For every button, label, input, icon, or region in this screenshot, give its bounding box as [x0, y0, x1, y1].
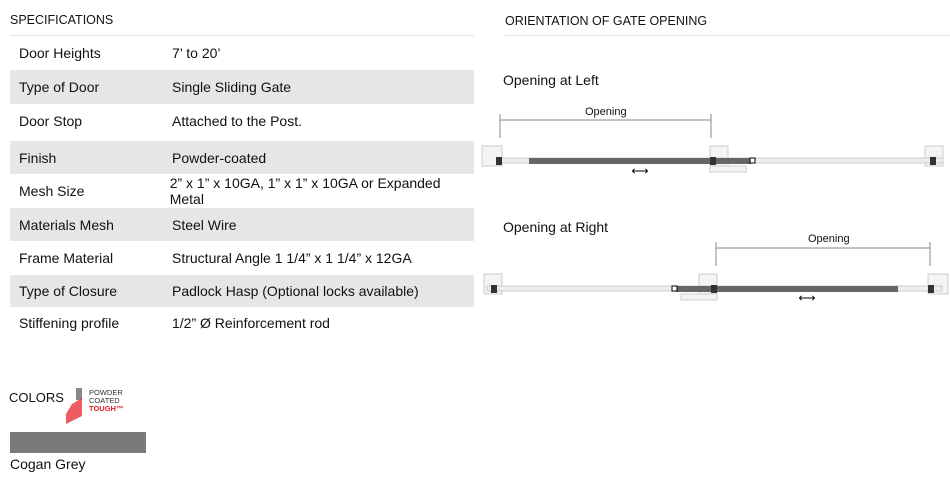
- colors-heading: COLORS: [9, 390, 64, 405]
- spec-label: Materials Mesh: [19, 216, 114, 233]
- spec-value: Powder-coated: [172, 149, 267, 166]
- gate-diagram-right: ⟷: [483, 242, 949, 305]
- spec-value: Structural Angle 1 1/4” x 1 1/4” x 12GA: [172, 250, 412, 266]
- table-row: Finish Powder-coated: [10, 141, 474, 174]
- logo-text: COATED: [89, 396, 120, 405]
- opening-left-title: Opening at Left: [503, 72, 599, 88]
- table-row: Type of Door Single Sliding Gate: [10, 70, 474, 104]
- table-row: Door Heights 7’ to 20’: [10, 36, 474, 70]
- divider: [10, 35, 474, 36]
- color-swatch-label: Cogan Grey: [10, 456, 86, 472]
- spec-value: Attached to the Post.: [172, 113, 302, 129]
- opening-dimension-label: Opening: [585, 106, 627, 118]
- opening-dimension-label: Opening: [808, 233, 850, 245]
- logo-text: TOUGH™: [89, 404, 124, 413]
- table-row: Materials Mesh Steel Wire: [10, 208, 474, 241]
- spec-value: 2” x 1” x 10GA, 1” x 1” x 10GA or Expand…: [169, 175, 441, 207]
- spec-label: Stiffening profile: [19, 315, 120, 331]
- spec-value: Single Sliding Gate: [172, 79, 292, 95]
- spec-label: Mesh Size: [19, 183, 85, 199]
- table-row: Stiffening profile 1/2” Ø Reinforcement r…: [10, 307, 474, 339]
- svg-text:⟷: ⟷: [798, 291, 815, 305]
- spec-label: Door Stop: [19, 113, 83, 129]
- spec-label: Frame Material: [19, 250, 114, 266]
- spec-value: Padlock Hasp (Optional locks available): [172, 283, 419, 299]
- orientation-heading: ORIENTATION OF GATE OPENING: [505, 14, 708, 28]
- spec-label: Door Heights: [19, 45, 101, 61]
- divider: [505, 35, 950, 36]
- table-row: Mesh Size 2” x 1” x 10GA, 1” x 1” x 10GA …: [10, 174, 474, 208]
- opening-right-title: Opening at Right: [503, 219, 609, 235]
- table-row: Type of Closure Padlock Hasp (Optional lo…: [10, 275, 474, 307]
- gate-diagram-left: ⟷: [481, 114, 944, 178]
- powder-coated-tough-logo: POWDER COATED TOUGH™: [64, 386, 134, 426]
- spec-label: Type of Door: [19, 79, 100, 95]
- specifications-heading: SPECIFICATIONS: [10, 13, 114, 27]
- svg-text:⟷: ⟷: [631, 164, 648, 178]
- table-row: Frame Material Structural Angle 1 1/4” x …: [10, 241, 474, 275]
- spec-label: Finish: [19, 149, 57, 166]
- spec-label: Type of Closure: [19, 283, 118, 299]
- color-swatch-cogan-grey: [10, 432, 146, 453]
- spec-value: Steel Wire: [172, 216, 237, 233]
- logo-text: POWDER: [89, 388, 123, 397]
- spec-value: 1/2” Ø Reinforcement rod: [172, 315, 330, 331]
- spec-value: 7’ to 20’: [172, 45, 221, 61]
- table-row: Door Stop Attached to the Post.: [10, 104, 474, 138]
